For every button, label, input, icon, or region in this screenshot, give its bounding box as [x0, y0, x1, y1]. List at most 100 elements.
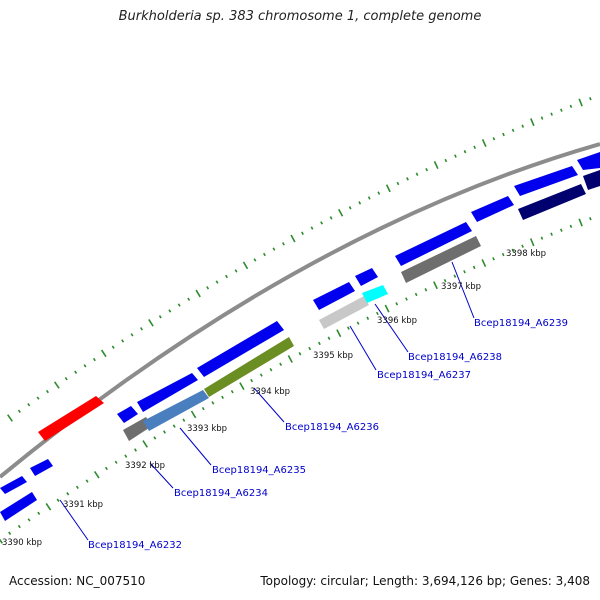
minor-tick	[511, 248, 515, 253]
kbp-label: 3392 kbp	[125, 461, 165, 471]
minor-tick	[37, 511, 41, 515]
minor-tick	[27, 403, 31, 407]
minor-tick	[75, 485, 79, 490]
minor-tick	[358, 201, 362, 205]
gene-callout-lines	[59, 261, 475, 541]
kbp-label: 3394 kbp	[250, 387, 290, 397]
minor-tick	[272, 247, 276, 251]
callout-line	[149, 462, 174, 489]
minor-tick	[66, 492, 70, 496]
category-bar[interactable]	[319, 296, 369, 329]
minor-tick	[121, 339, 125, 343]
minor-tick	[473, 145, 477, 150]
minor-tick	[454, 154, 457, 158]
callout-line	[59, 499, 89, 541]
gene-label[interactable]: Bcep18194_A6237	[377, 370, 471, 381]
minor-tick	[45, 389, 49, 394]
minor-tick	[206, 286, 210, 290]
major-tick	[0, 538, 3, 544]
gene-label[interactable]: Bcep18194_A6238	[408, 352, 502, 363]
major-tick	[100, 349, 107, 358]
minor-tick	[130, 333, 134, 337]
gene-arrow[interactable]	[355, 268, 378, 286]
major-tick	[578, 98, 583, 107]
minor-tick	[492, 257, 495, 261]
gene-arrow[interactable]	[137, 373, 198, 412]
minor-tick	[463, 270, 466, 274]
minor-tick	[367, 196, 371, 200]
minor-tick	[502, 132, 505, 137]
major-tick	[290, 234, 296, 243]
minor-tick	[27, 518, 31, 522]
gene-arrow[interactable]	[197, 321, 284, 377]
major-tick	[385, 184, 391, 193]
minor-tick	[346, 326, 350, 330]
category-bar[interactable]	[143, 390, 209, 431]
gene-label[interactable]: Bcep18194_A6234	[174, 488, 268, 499]
major-tick	[336, 329, 342, 338]
gene-arrow[interactable]	[395, 222, 472, 266]
gene-arrow[interactable]	[30, 459, 53, 476]
minor-tick	[521, 124, 525, 128]
minor-tick	[310, 226, 314, 230]
minor-tick	[8, 531, 12, 535]
minor-tick	[396, 181, 400, 186]
minor-tick	[17, 409, 21, 413]
gene-label[interactable]: Bcep18194_A6239	[474, 318, 568, 329]
major-tick	[530, 118, 535, 127]
kbp-label: 3397 kbp	[441, 282, 481, 292]
category-bar[interactable]	[204, 337, 294, 397]
major-tick	[53, 381, 60, 389]
gene-label[interactable]: Bcep18194_A6236	[285, 422, 379, 433]
major-tick	[384, 304, 390, 313]
minor-tick	[140, 327, 143, 331]
feature-track	[0, 152, 600, 521]
gene-arrow[interactable]	[313, 282, 355, 310]
gene-arrow[interactable]	[514, 166, 578, 196]
minor-tick	[298, 352, 302, 356]
gene-label[interactable]: Bcep18194_A6232	[88, 540, 182, 551]
minor-tick	[521, 244, 524, 248]
gene-label[interactable]: Bcep18194_A6235	[212, 465, 306, 476]
minor-tick	[111, 345, 115, 349]
minor-tick	[395, 302, 399, 306]
gene-arrow[interactable]	[577, 152, 600, 170]
gene-arrow[interactable]	[0, 476, 27, 494]
category-bar[interactable]	[401, 236, 481, 283]
major-tick	[195, 289, 201, 298]
minor-tick	[443, 278, 447, 283]
minor-tick	[589, 97, 592, 101]
category-bar[interactable]	[583, 170, 600, 190]
minor-tick	[550, 112, 553, 116]
map-title: Burkholderia sp. 383 chromosome 1, compl…	[118, 9, 482, 24]
minor-tick	[414, 292, 418, 297]
minor-tick	[424, 288, 428, 292]
minor-tick	[327, 336, 331, 340]
minor-tick	[187, 297, 191, 301]
minor-tick	[253, 258, 257, 262]
minor-tick	[153, 436, 157, 440]
minor-tick	[250, 378, 254, 383]
gene-arrow[interactable]	[0, 492, 37, 521]
category-bar[interactable]	[362, 285, 388, 303]
minor-tick	[444, 158, 448, 163]
category-bar[interactable]	[518, 184, 586, 220]
genome-summary-text: Topology: circular; Length: 3,694,126 bp…	[260, 574, 590, 588]
minor-tick	[282, 242, 285, 246]
minor-tick	[104, 466, 108, 471]
minor-tick	[301, 231, 304, 235]
kbp-label: 3395 kbp	[313, 351, 353, 361]
gene-arrow[interactable]	[117, 406, 138, 423]
minor-tick	[559, 228, 563, 232]
gene-arrow[interactable]	[471, 196, 514, 222]
minor-tick	[163, 430, 166, 434]
minor-tick	[182, 418, 186, 422]
minor-tick	[511, 128, 515, 133]
major-tick	[242, 261, 249, 270]
minor-tick	[453, 274, 457, 278]
rna-feature[interactable]	[38, 396, 104, 441]
minor-tick	[124, 454, 128, 458]
minor-tick	[158, 315, 162, 319]
